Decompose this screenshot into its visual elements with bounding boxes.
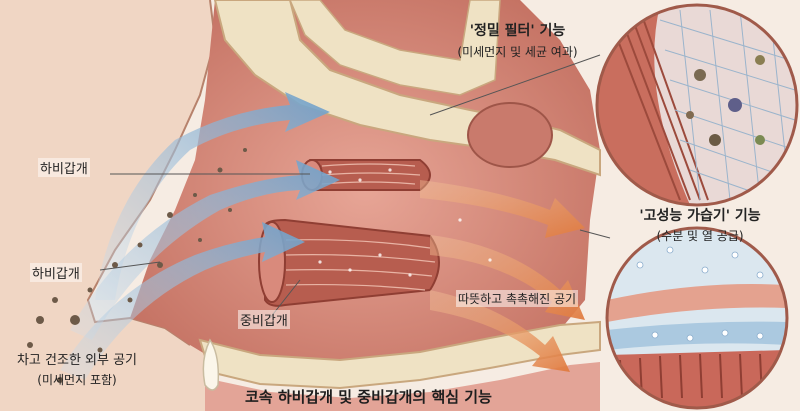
label-cold-air: 차고 건조한 외부 공기 (미세먼지 포함) — [2, 349, 152, 388]
sinus — [467, 102, 553, 168]
filter-magnified-view — [595, 3, 799, 207]
diagram-caption: 코속 하비갑개 및 중비갑개의 핵심 기능 — [245, 388, 492, 406]
label-warm-air: 따뜻하고 촉촉해진 공기 — [456, 290, 579, 307]
humidifier-callout: '고성능 가습기' 기능 (수분 및 열 공급) — [610, 205, 790, 244]
cold-air-arrows — [60, 92, 340, 380]
face-skin — [0, 0, 215, 411]
label-inferior-turbinate-lower: 하비갑개 — [30, 263, 82, 282]
humidifier-magnified-view — [605, 226, 789, 410]
label-inferior-turbinate-upper: 하비갑개 — [38, 158, 90, 177]
humidifier-callout-subtitle: (수분 및 열 공급) — [656, 229, 744, 243]
filter-callout-title: '정밀 필터' 기능 — [469, 23, 566, 39]
tooth — [202, 338, 220, 391]
filter-callout-subtitle: (미세먼지 및 세균 여과) — [457, 45, 578, 59]
label-middle-turbinate: 중비갑개 — [238, 310, 290, 329]
cold-air-line1: 차고 건조한 외부 공기 — [16, 353, 138, 368]
filter-callout: '정밀 필터' 기능 (미세먼지 및 세균 여과) — [430, 20, 605, 60]
dust-particles — [27, 148, 247, 383]
warm-air-arrows — [420, 180, 585, 372]
cold-air-line2: (미세먼지 포함) — [37, 373, 117, 387]
humidifier-callout-title: '고성능 가습기' 기능 — [639, 208, 761, 224]
palate — [198, 320, 601, 390]
